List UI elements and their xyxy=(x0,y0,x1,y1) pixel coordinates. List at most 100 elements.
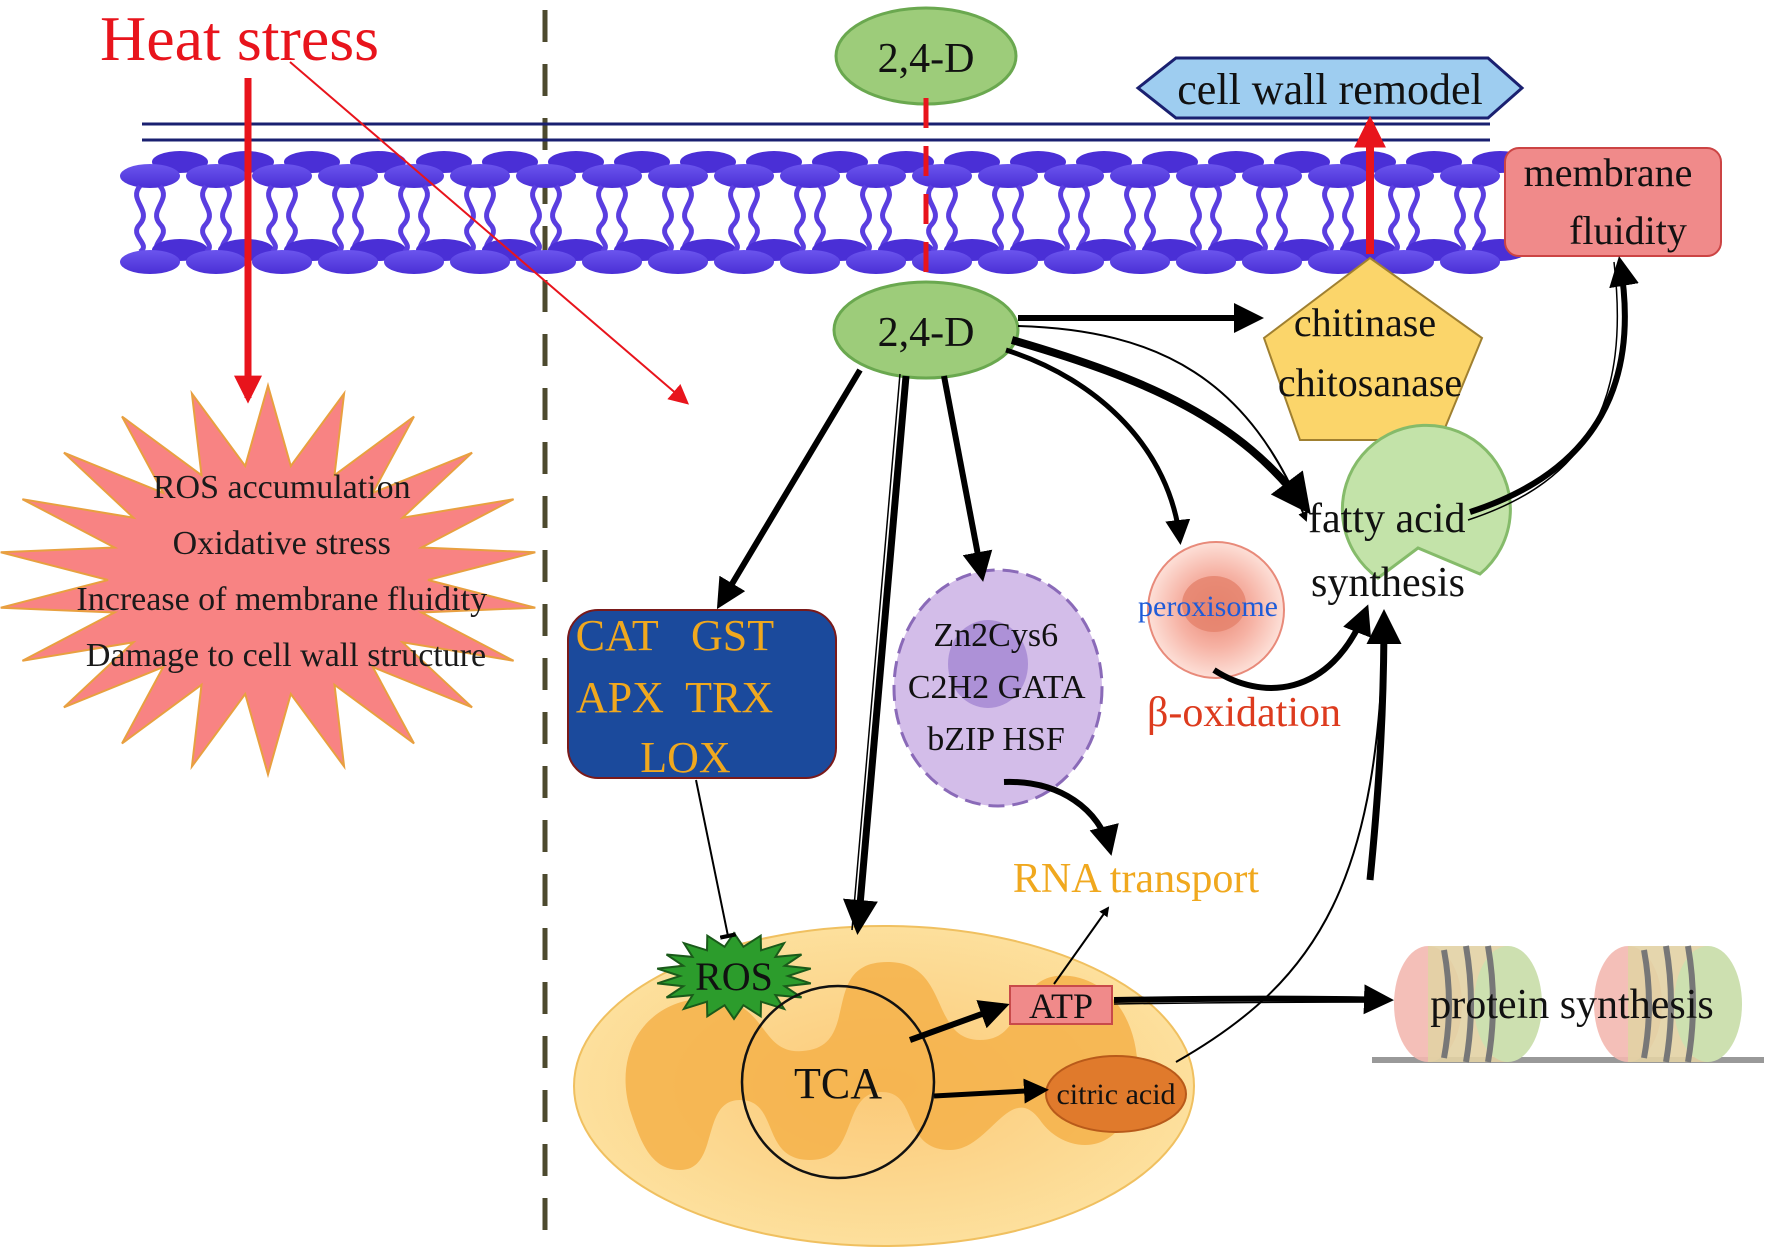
cell-wall-remodel-label: cell wall remodel xyxy=(1177,65,1482,114)
lipid-head xyxy=(846,250,906,274)
lipid-tail xyxy=(596,184,628,255)
lipid-head xyxy=(120,250,180,274)
lipid-head xyxy=(186,164,246,188)
lipid-tail xyxy=(1190,184,1222,255)
lipid-tail xyxy=(728,184,760,255)
lipid-tail xyxy=(662,184,694,255)
lipid-tail xyxy=(926,184,958,255)
lipid-head xyxy=(318,250,378,274)
lipid-head xyxy=(450,250,510,274)
lipid-tail xyxy=(200,184,232,255)
lipid-head xyxy=(648,164,708,188)
effect-cell-wall-damage: Damage to cell wall structure xyxy=(86,637,486,674)
lipid-head xyxy=(978,164,1038,188)
lipid-head xyxy=(186,250,246,274)
cell-wall-remodel-box xyxy=(1135,56,1525,120)
fatty-acid-text: fatty acid synthesis xyxy=(1308,496,1476,606)
lipid-tail xyxy=(266,184,298,255)
heat-effects-starburst xyxy=(0,381,536,779)
lipid-head xyxy=(780,250,840,274)
arrow-24d-tca-thin xyxy=(851,373,901,931)
lipid-tail xyxy=(1124,184,1156,255)
lipid-head xyxy=(978,250,1038,274)
lipid-head xyxy=(450,164,510,188)
effect-ros-accumulation: ROS accumulation xyxy=(153,469,411,506)
antioxidant-enzymes-text: CAT GST APX TRX LOX xyxy=(0,0,828,782)
lipid-head xyxy=(582,164,642,188)
atp-box xyxy=(1009,985,1113,1025)
antioxidant-enzymes-box xyxy=(567,609,837,779)
lipid-head xyxy=(714,164,774,188)
enzymes-line2: APX TRX xyxy=(576,673,773,722)
inhibition-antioxidant-ros xyxy=(695,779,737,940)
arrow-24d-fatty-thin xyxy=(1017,325,1308,522)
inside-24d-node xyxy=(832,280,1020,380)
lipid-tail xyxy=(1058,184,1090,255)
heat-effects-text: ROS accumulation Oxidative stress Increa… xyxy=(76,469,495,674)
lipid-head xyxy=(648,250,708,274)
lipid-tail xyxy=(992,184,1024,255)
ros-starburst xyxy=(656,931,812,1021)
lipid-head xyxy=(516,164,576,188)
tca-cycle xyxy=(740,984,936,1180)
lipid-head xyxy=(516,250,576,274)
ribosome-right xyxy=(1594,945,1742,1063)
lipid-head xyxy=(120,164,180,188)
protein-synthesis-label: protein synthesis xyxy=(1430,982,1713,1028)
heat-stress-title: Heat stress xyxy=(100,3,379,74)
enzymes-line3: LOX xyxy=(640,733,730,782)
lipid-tail xyxy=(1256,184,1288,255)
arrow-24d-tca xyxy=(842,375,910,935)
inside-24d-label: 2,4-D xyxy=(878,310,975,356)
arrow-atp-protein xyxy=(1113,984,1394,1015)
pathway-arrows xyxy=(695,256,1639,1104)
lipid-head xyxy=(582,250,642,274)
arrow-fatty-membrane xyxy=(1469,256,1639,515)
arrow-atp-rna xyxy=(1053,906,1110,985)
enzymes-line1: CAT GST xyxy=(576,611,775,660)
arrow-24d-fatty-acid xyxy=(1010,336,1311,515)
lipid-tail xyxy=(1454,184,1486,255)
lipid-head xyxy=(1440,250,1500,274)
lipid-head xyxy=(1308,250,1368,274)
arrow-tf-rna xyxy=(1003,778,1119,856)
mitochondrion-cristae xyxy=(625,961,1138,1170)
lipid-tail xyxy=(332,184,364,255)
tf-line3: bZIP HSF xyxy=(927,721,1065,758)
rna-transport-label: RNA transport xyxy=(1013,856,1259,902)
chitinase-text: chitinase chitosanase xyxy=(1278,300,1462,405)
membrane-fluidity-text: membrane fluidity xyxy=(1524,150,1703,253)
fatty-acid-synthesis-shape xyxy=(1340,423,1512,580)
lipid-head xyxy=(1374,164,1434,188)
lipid-head xyxy=(1044,164,1104,188)
membrane-fluidity-line2: fluidity xyxy=(1569,208,1687,253)
tca-label: TCA xyxy=(794,1059,882,1108)
tf-line1: Zn2Cys6 xyxy=(933,617,1058,654)
lipid-head xyxy=(1176,164,1236,188)
arrow-24d-antioxidant xyxy=(716,368,863,610)
arrow-24d-peroxisome xyxy=(1005,347,1191,545)
membrane-fluidity-line1: membrane xyxy=(1524,150,1693,195)
arrow-peroxisome-fatty xyxy=(1212,604,1371,691)
beta-oxidation-label: β-oxidation xyxy=(1147,690,1341,736)
nucleolus xyxy=(948,620,1028,708)
fatty-acid-label: fatty acid xyxy=(1308,496,1465,542)
lipid-head xyxy=(384,250,444,274)
lipid-head xyxy=(780,164,840,188)
lipid-head xyxy=(252,164,312,188)
lipid-tail xyxy=(794,184,826,255)
lipid-head xyxy=(1440,164,1500,188)
heat-arrow-diagonal xyxy=(289,61,690,405)
ros-label: ROS xyxy=(695,954,773,999)
citric-acid-label: citric acid xyxy=(1056,1078,1175,1111)
synthesis-label: synthesis xyxy=(1311,560,1465,606)
chitosanase-label: chitosanase xyxy=(1278,360,1462,405)
lipid-head xyxy=(846,164,906,188)
peroxisome-label: peroxisome xyxy=(1138,590,1278,623)
membrane-fluidity-box xyxy=(1504,147,1722,257)
chitinase-pentagon xyxy=(1262,256,1484,441)
tf-line2: C2H2 GATA xyxy=(908,669,1086,706)
lipid-head xyxy=(318,164,378,188)
arrow-citric-fatty-thick xyxy=(1366,609,1402,881)
